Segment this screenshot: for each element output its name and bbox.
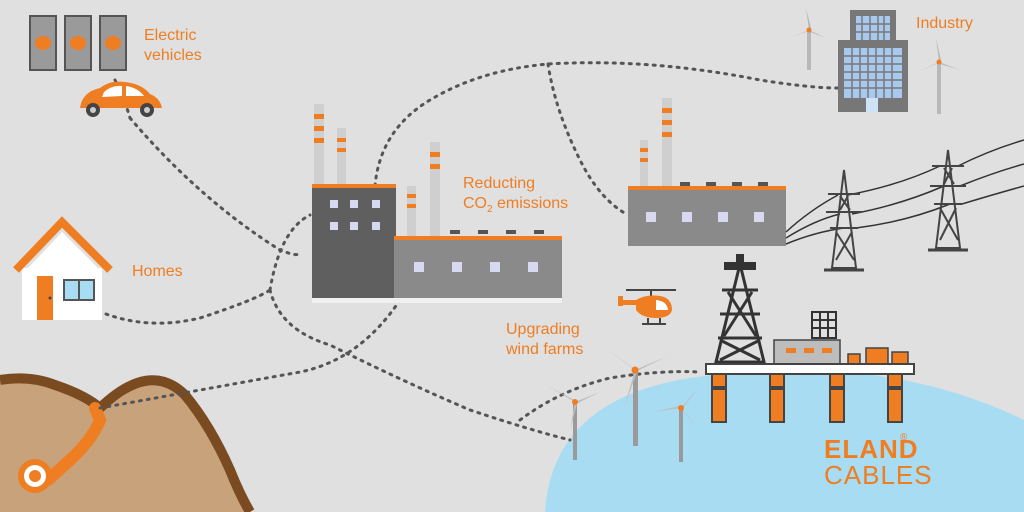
- upgrading-wind-farms-label: Upgrading wind farms: [506, 320, 583, 360]
- power-pylon-icon: [928, 149, 968, 252]
- wind-turbine-icon: [918, 38, 960, 114]
- sea: [545, 370, 1024, 512]
- house-icon: [13, 216, 113, 320]
- underground-cable-icon: [0, 373, 255, 512]
- electric-vehicles-line1: Electric: [144, 27, 197, 44]
- power-pylon-icon: [824, 169, 864, 272]
- car-icon: [80, 81, 162, 117]
- registered-mark: ®: [900, 432, 908, 443]
- industry-label: Industry: [916, 15, 973, 32]
- reducing-co: CO: [463, 195, 487, 212]
- electric-vehicles-line2: vehicles: [144, 47, 202, 64]
- upgrading-line2: wind farms: [506, 341, 584, 358]
- oil-platform-icon: [705, 254, 915, 423]
- wind-turbine-icon: [602, 346, 668, 446]
- logo-line1: ELAND: [824, 434, 919, 464]
- wind-turbine-icon: [790, 8, 826, 70]
- wind-turbine-icon: [548, 386, 600, 460]
- reducing-subscript: 2: [487, 204, 493, 216]
- homes-label: Homes: [132, 263, 183, 280]
- logo-line2: CABLES: [824, 460, 933, 490]
- ev-charger-icon: [29, 15, 127, 71]
- power-station-icon: [628, 98, 786, 246]
- reducing-line1: Reducting: [463, 175, 536, 192]
- factory-icon: [312, 104, 562, 303]
- reducing-emissions-label: Reducting CO2 emissions: [463, 174, 568, 220]
- cable-routes: [98, 61, 840, 442]
- helicopter-icon: [618, 289, 676, 325]
- reducing-rest: emissions: [492, 195, 569, 212]
- office-building-icon: [838, 10, 908, 112]
- eland-cables-logo: ELAND CABLES ®: [824, 432, 933, 490]
- wind-turbine-icon: [652, 386, 700, 462]
- upgrading-line1: Upgrading: [506, 321, 580, 338]
- electric-vehicles-label: Electric vehicles: [144, 26, 202, 66]
- power-lines: [785, 139, 1024, 245]
